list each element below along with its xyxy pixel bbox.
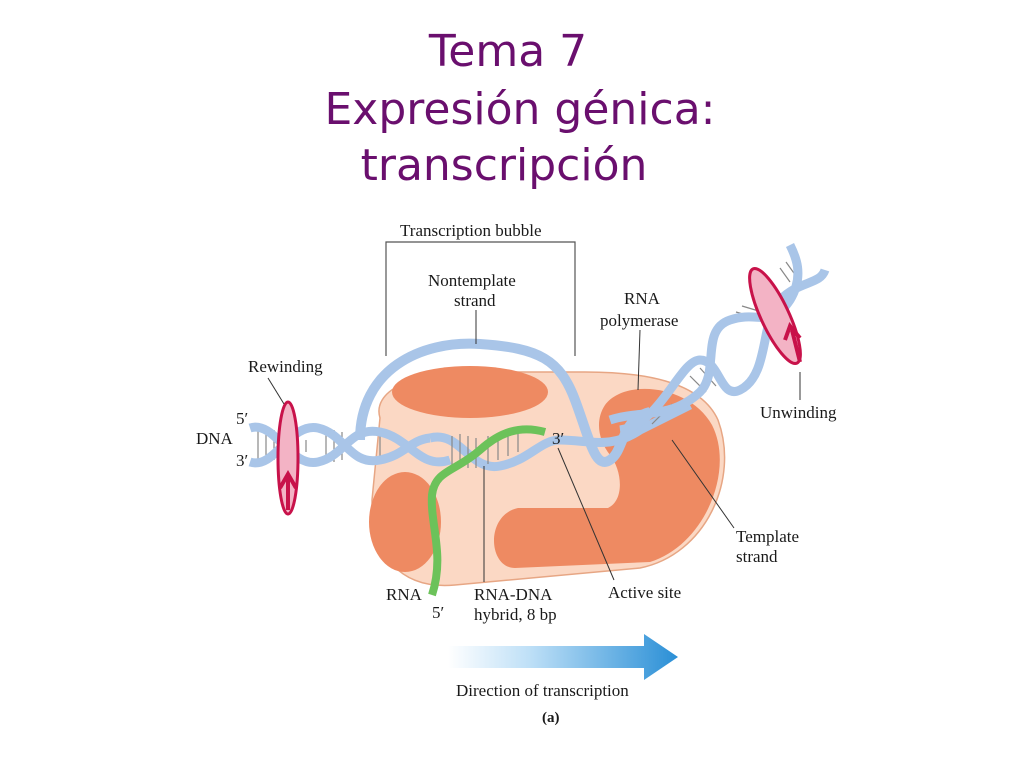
direction-arrow [448, 634, 678, 680]
label-hybrid-1: RNA-DNA [474, 585, 553, 604]
label-hybrid-2: hybrid, 8 bp [474, 605, 557, 624]
label-transcription-bubble: Transcription bubble [400, 221, 542, 240]
label-direction: Direction of transcription [456, 681, 629, 700]
rna-strand [427, 425, 547, 597]
label-active-site: Active site [608, 583, 681, 602]
label-3prime-rna: 3′ [552, 429, 564, 448]
polymerase-subunit-top [392, 366, 548, 418]
nontemplate-strand [355, 338, 652, 467]
label-dna: DNA [196, 429, 234, 448]
bubble-bracket [385, 241, 576, 356]
label-5prime-dna: 5′ [236, 409, 248, 428]
label-panel: (a) [542, 710, 560, 726]
polymerase-subunit-left [369, 472, 441, 572]
dna-downstream [608, 242, 830, 435]
label-template-2: strand [736, 547, 778, 566]
label-rna-polymerase-2: polymerase [600, 311, 678, 330]
label-nontemplate-1: Nontemplate [428, 271, 516, 290]
template-strand [428, 400, 693, 472]
label-rewinding: Rewinding [248, 357, 323, 376]
slide-title-line3: transcripción [360, 140, 648, 191]
slide-title-line1: Tema 7 [428, 26, 588, 77]
slide-title-line2: Expresión génica: [324, 84, 716, 135]
label-nontemplate-2: strand [454, 291, 496, 310]
polymerase-subunit-right [494, 388, 720, 568]
label-3prime-dna: 3′ [236, 451, 248, 470]
rewinding-arrow [276, 400, 300, 516]
leader-lines [267, 310, 801, 582]
label-rna-polymerase-1: RNA [624, 289, 661, 308]
label-template-1: Template [736, 527, 799, 546]
label-unwinding: Unwinding [760, 403, 837, 422]
unwinding-arrow [748, 267, 802, 365]
label-rna: RNA [386, 585, 423, 604]
label-5prime-rna: 5′ [432, 603, 444, 622]
